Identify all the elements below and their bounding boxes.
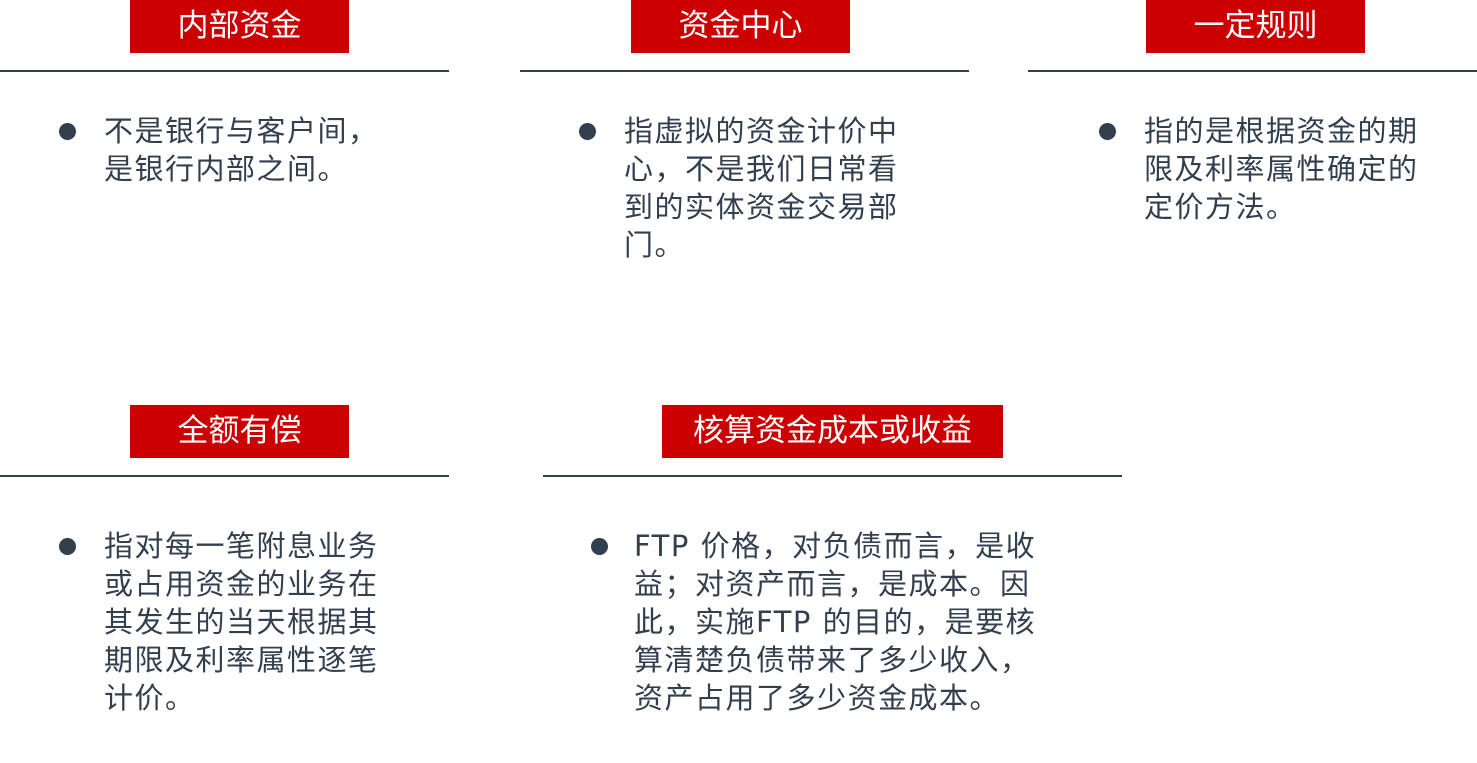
text-line: 定价方法。 [1144, 190, 1297, 224]
block-title-internal-funds: 内部资金 [130, 0, 349, 53]
block-text: 指对每一笔附息业务 或占用资金的业务在 其发生的当天根据其 期限及利率属性逐笔 … [104, 527, 379, 717]
bullet-icon [579, 123, 596, 140]
text-line: 算清楚负债带来了多少收入， [634, 643, 1031, 677]
text-line: 计价。 [104, 681, 196, 715]
block-title-certain-rules: 一定规则 [1146, 0, 1365, 53]
block-text: FTP 价格，对负债而言，是收 益；对资产而言，是成本。因 此，实施FTP 的目… [634, 527, 1036, 717]
text-line: 指虚拟的资金计价中 [624, 114, 899, 148]
block-title-full-paid: 全额有偿 [130, 405, 349, 458]
text-line: 指的是根据资金的期 [1144, 114, 1419, 148]
divider [1028, 70, 1477, 72]
divider [0, 70, 449, 72]
text-line: 心，不是我们日常看 [624, 152, 899, 186]
text-line: 益；对资产而言，是成本。因 [634, 567, 1031, 601]
text-line: FTP 价格，对负债而言，是收 [634, 529, 1037, 563]
bullet-icon [1099, 123, 1116, 140]
text-line: 不是银行与客户间， [104, 114, 379, 148]
block-title-funding-center: 资金中心 [631, 0, 850, 53]
text-line: 限及利率属性确定的 [1144, 152, 1419, 186]
block-text: 不是银行与客户间， 是银行内部之间。 [104, 112, 379, 188]
divider [0, 475, 449, 477]
bullet-icon [591, 538, 608, 555]
divider [543, 475, 1122, 477]
text-line: 指对每一笔附息业务 [104, 529, 379, 563]
text-line: 资产占用了多少资金成本。 [634, 681, 1001, 715]
text-line: 此，实施FTP 的目的，是要核 [634, 605, 1037, 639]
block-text: 指的是根据资金的期 限及利率属性确定的 定价方法。 [1144, 112, 1419, 226]
bullet-icon [59, 123, 76, 140]
bullet-icon [59, 538, 76, 555]
text-line: 期限及利率属性逐笔 [104, 643, 379, 677]
block-title-cost-or-income: 核算资金成本或收益 [662, 405, 1003, 458]
text-line: 其发生的当天根据其 [104, 605, 379, 639]
text-line: 是银行内部之间。 [104, 152, 349, 186]
block-text: 指虚拟的资金计价中 心，不是我们日常看 到的实体资金交易部 门。 [624, 112, 899, 264]
text-line: 或占用资金的业务在 [104, 567, 379, 601]
text-line: 门。 [624, 228, 686, 262]
text-line: 到的实体资金交易部 [624, 190, 899, 224]
divider [520, 70, 969, 72]
